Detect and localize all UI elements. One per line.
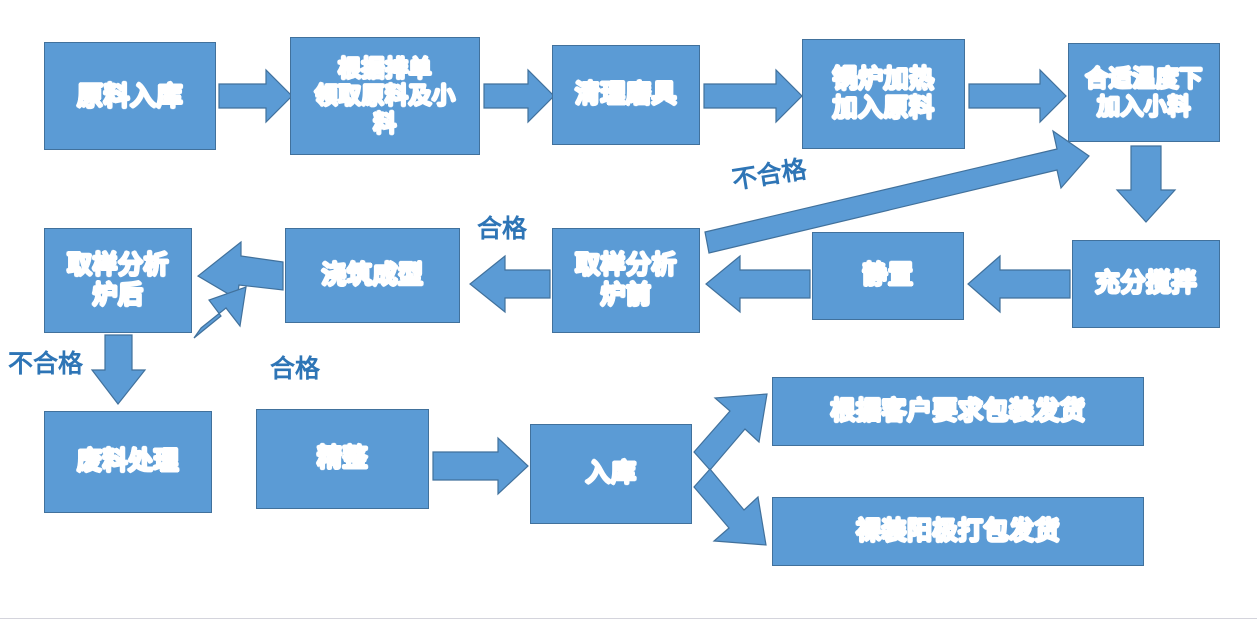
arrow-add-additive-to-stirring: [1115, 145, 1177, 223]
node-pick-materials-by-order[interactable]: 根据排单 领取原料及小 料: [290, 37, 480, 155]
node-casting-forming[interactable]: 浇筑成型: [285, 228, 460, 323]
edge-label-qualified-to-casting: 合格: [477, 215, 528, 243]
arrow-sampling-after-to-finishing-qualified: [193, 286, 247, 339]
node-bare-anode-pack-ship[interactable]: 裸装阳极打包发货: [772, 497, 1144, 566]
arrow-raw-material-to-picking: [218, 68, 293, 124]
arrow-clean-mold-to-furnace-heating: [703, 68, 803, 124]
node-standing[interactable]: 静置: [812, 232, 964, 320]
edge-label-qualified-to-finishing: 合格: [270, 355, 321, 383]
arrow-sampling-after-to-waste-unqualified: [90, 334, 147, 405]
bottom-divider: [0, 618, 1257, 619]
arrow-furnace-heating-to-add-additive: [968, 68, 1067, 124]
edge-label-unqualified-to-additive: 不合格: [730, 155, 809, 195]
arrow-storage-to-bare-anode-packing: [693, 468, 767, 546]
node-furnace-heat-add-material[interactable]: 锅炉加热 加入原料: [802, 39, 965, 149]
arrow-stirring-to-standing: [967, 254, 1071, 314]
arrow-sampling-before-to-casting-qualified: [469, 254, 551, 314]
node-add-additive-at-temp[interactable]: 合适温度下 加入小料: [1068, 43, 1220, 142]
arrow-standing-to-sampling-before: [705, 254, 811, 314]
node-pack-ship-per-customer[interactable]: 根据客户要求包装发货: [772, 377, 1144, 446]
node-clean-mold[interactable]: 清理磨具: [552, 45, 700, 145]
node-sampling-analysis-before[interactable]: 取样分析 炉前: [552, 228, 700, 333]
node-raw-material-inbound[interactable]: 原料入库: [44, 42, 216, 150]
node-full-stirring[interactable]: 充分搅拌: [1072, 240, 1220, 328]
node-sampling-analysis-after[interactable]: 取样分析 炉后: [44, 228, 192, 333]
arrow-finishing-to-storage: [432, 436, 529, 496]
node-waste-treatment[interactable]: 废料处理: [44, 411, 212, 513]
node-storage-inbound[interactable]: 入库: [530, 424, 692, 524]
arrow-picking-to-clean-mold: [483, 68, 555, 124]
edge-label-unqualified-to-waste: 不合格: [8, 350, 84, 378]
arrow-casting-to-sampling-after: [196, 240, 284, 300]
arrow-storage-to-custom-packing: [693, 393, 768, 471]
node-finishing[interactable]: 精整: [256, 409, 429, 509]
